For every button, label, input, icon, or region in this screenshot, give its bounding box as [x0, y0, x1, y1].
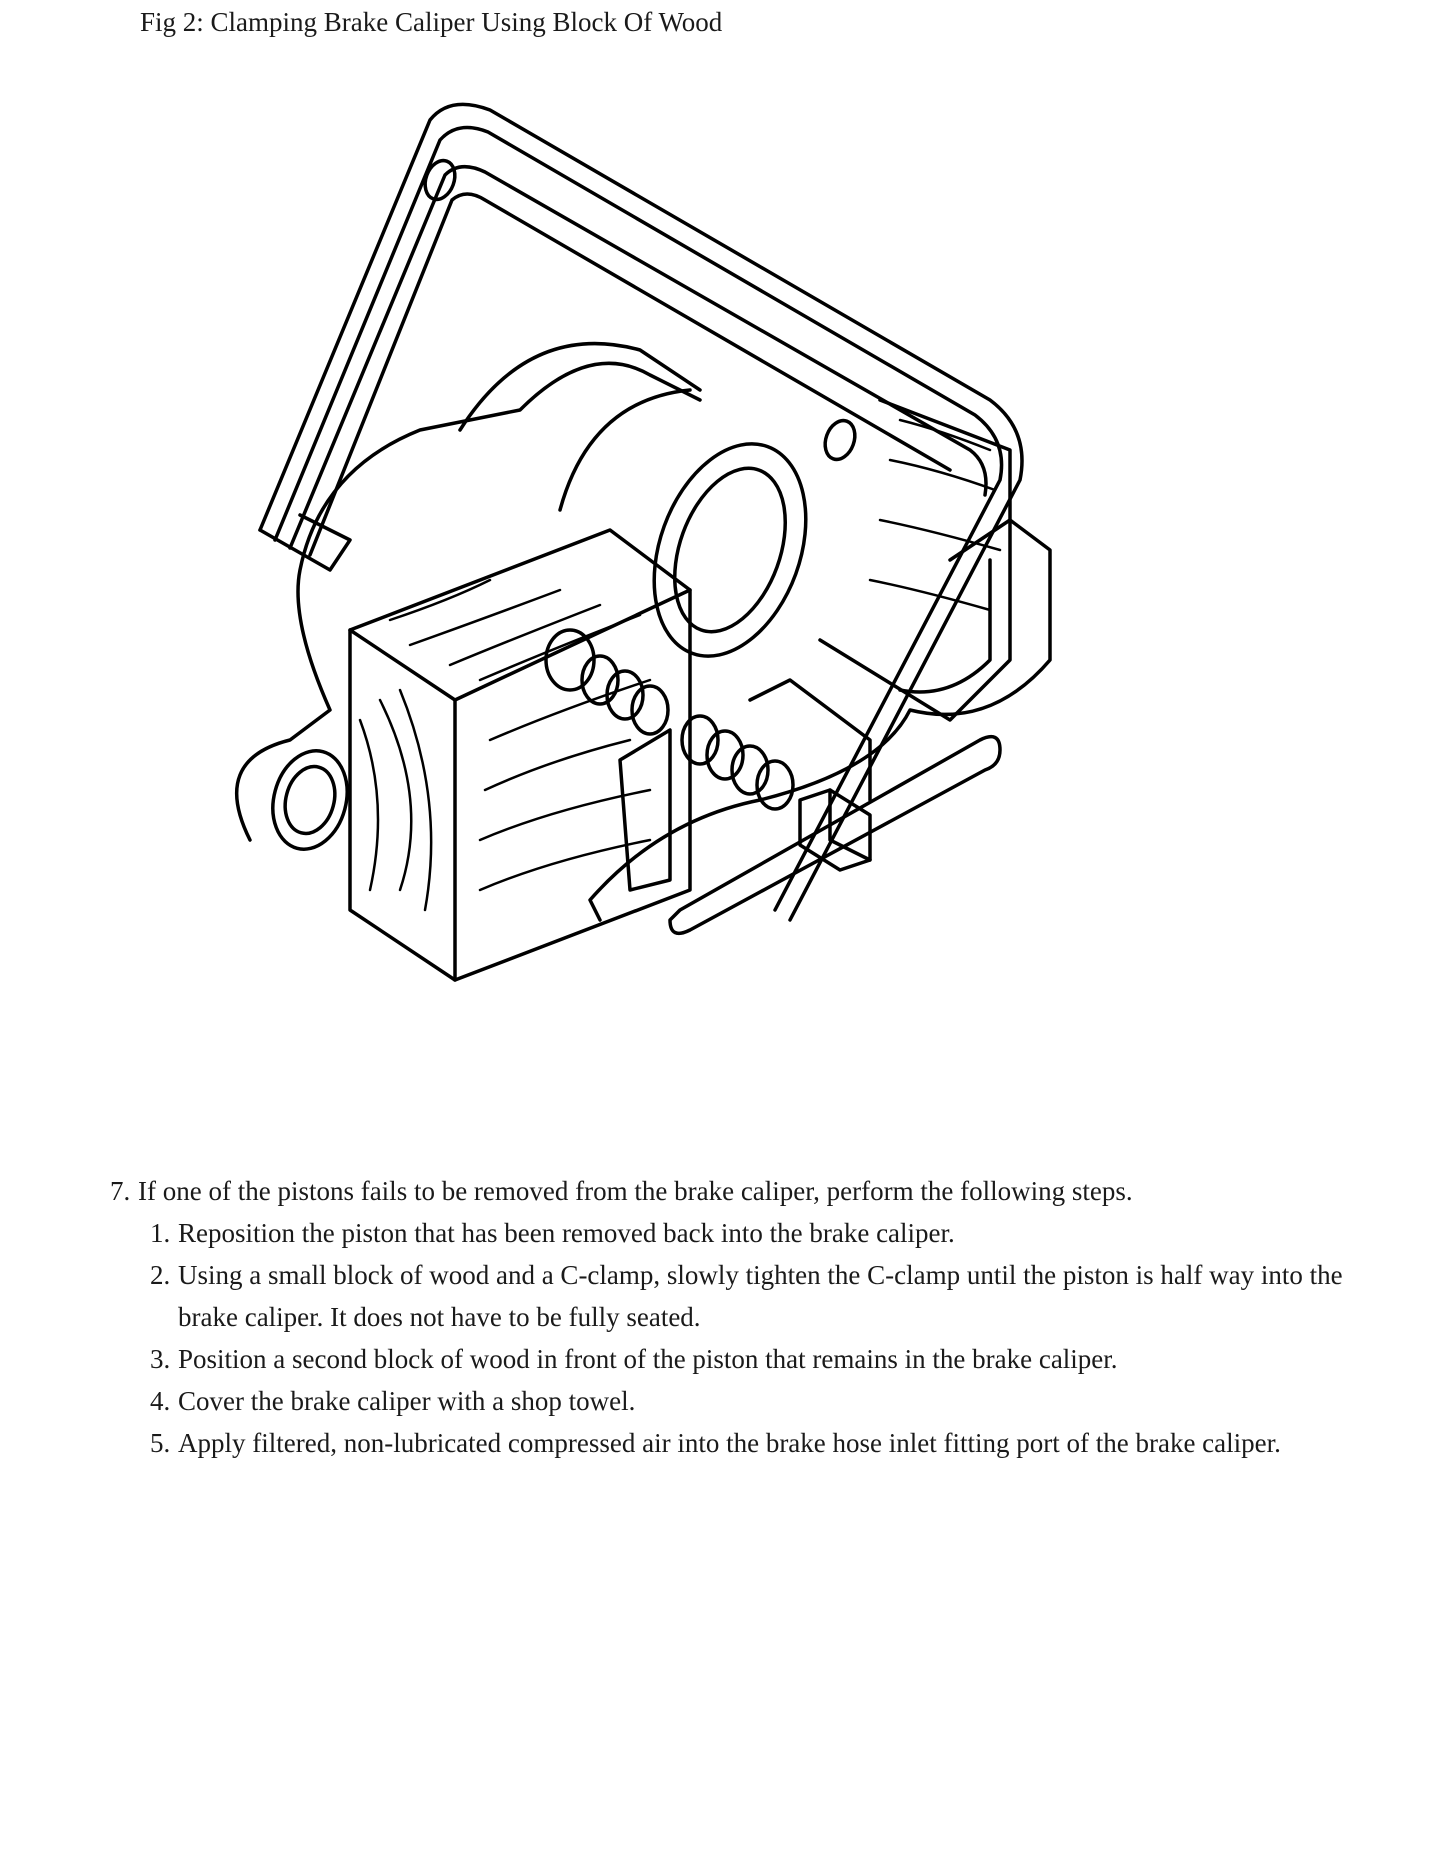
substep-5: 5. Apply filtered, non-lubricated compre… — [150, 1422, 1370, 1464]
step-text: If one of the pistons fails to be remove… — [138, 1176, 1133, 1206]
substep-number: 3. — [150, 1344, 171, 1374]
substep-2: 2. Using a small block of wood and a C-c… — [150, 1254, 1370, 1338]
substep-text: Cover the brake caliper with a shop towe… — [178, 1386, 636, 1416]
substep-number: 5. — [150, 1428, 171, 1458]
substep-number: 2. — [150, 1260, 171, 1290]
substep-number: 1. — [150, 1218, 171, 1248]
substep-3: 3. Position a second block of wood in fr… — [150, 1338, 1370, 1380]
clamp-screw — [544, 628, 872, 872]
instruction-steps: 7. If one of the pistons fails to be rem… — [110, 1170, 1370, 1464]
substep-text: Apply filtered, non-lubricated compresse… — [178, 1428, 1281, 1458]
rear-wood-block — [818, 398, 1012, 722]
brake-caliper-illustration — [230, 100, 1270, 1110]
step-number: 7. — [110, 1176, 131, 1206]
c-clamp — [588, 518, 1052, 922]
front-wood-block — [348, 528, 692, 982]
substep-list: 1. Reposition the piston that has been r… — [150, 1212, 1370, 1464]
substep-number: 4. — [150, 1386, 171, 1416]
caliper-body — [234, 361, 702, 842]
substep-4: 4. Cover the brake caliper with a shop t… — [150, 1380, 1370, 1422]
substep-text: Position a second block of wood in front… — [178, 1344, 1118, 1374]
substep-1: 1. Reposition the piston that has been r… — [150, 1212, 1370, 1254]
substep-text: Reposition the piston that has been remo… — [178, 1218, 955, 1248]
step-7: 7. If one of the pistons fails to be rem… — [110, 1170, 1370, 1212]
t-handle — [668, 734, 1002, 936]
caliper-bracket — [258, 102, 1024, 922]
substep-text: Using a small block of wood and a C-clam… — [178, 1260, 1343, 1332]
figure-caption: Fig 2: Clamping Brake Caliper Using Bloc… — [140, 7, 723, 37]
